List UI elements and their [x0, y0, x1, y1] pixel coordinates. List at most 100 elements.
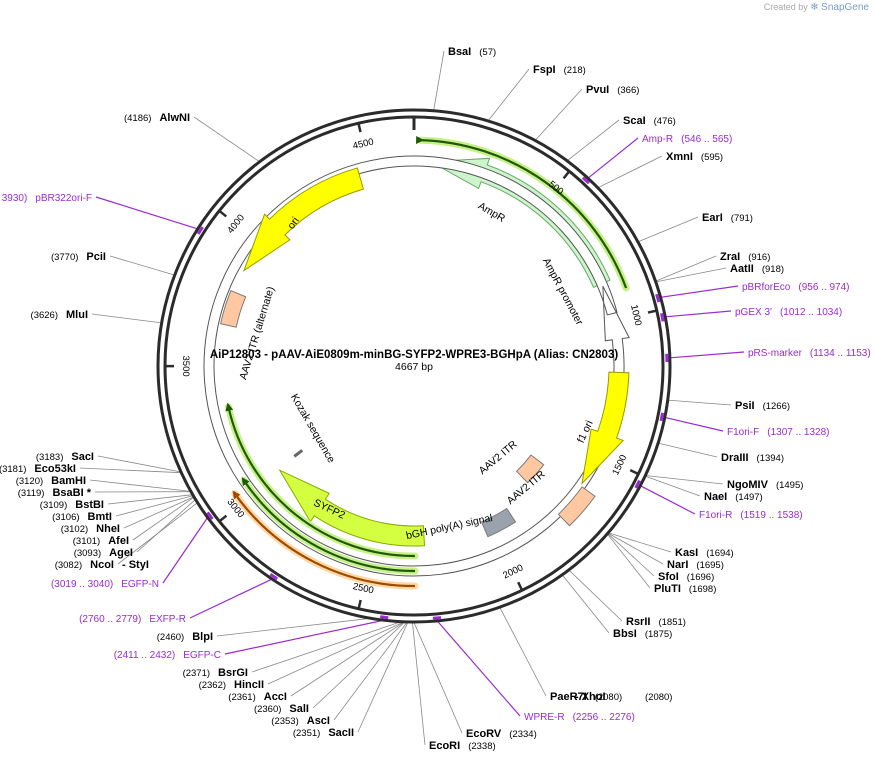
syfp2-orf-line-2: [241, 477, 416, 573]
enzyme-bsai: BsaI: [448, 46, 471, 58]
enzyme-pos-blpi: (2460): [157, 632, 184, 643]
enzyme-pos-rsrii: (1851): [658, 617, 685, 628]
kozak-mark: [293, 449, 304, 458]
primer-f1ori-r: F1ori-R: [699, 510, 732, 521]
feature-label-ampr-promoter: AmpR promoter: [540, 256, 586, 328]
enzyme-xhoi: - XhoI: [575, 691, 606, 703]
enzyme-leader-line: [312, 621, 406, 709]
enzyme-sfoi: SfoI: [658, 571, 679, 583]
primer-pbr322ori-f: pBR322ori-F: [35, 193, 92, 204]
primer-leader-line: [660, 285, 739, 298]
primer-range-egfp-c: (2411 .. 2432): [114, 650, 176, 661]
enzyme-paer7i: PaeR7I: [550, 691, 587, 703]
enzyme-leader-line: [568, 569, 623, 622]
enzyme-pos-zrai: (916): [748, 252, 770, 263]
enzyme-leader-line: [534, 88, 583, 141]
enzyme-pos-paer7i-xhoi: (2080): [645, 692, 672, 703]
enzyme-draiii: DraIII: [721, 452, 749, 464]
snapgene-logo: ❄: [810, 2, 819, 13]
enzyme-aatii: AatII: [730, 263, 754, 275]
enzyme-pos-hincii: (2362): [199, 680, 226, 691]
enzyme-zrai: ZraI: [720, 251, 740, 263]
primer-site-mark: [655, 293, 661, 303]
primer-exfp-r: EXFP-R: [149, 614, 186, 625]
enzyme-acci: AccI: [264, 691, 287, 703]
enzyme-leader-line: [89, 479, 191, 492]
bgh-polya-box: [480, 507, 517, 538]
primer-range-pgex-3: (1012 .. 1034): [780, 307, 842, 318]
enzyme-psii: PsiI: [735, 400, 755, 412]
primer-range-pbrforeco: (956 .. 974): [798, 282, 849, 293]
enzyme-leader-line: [267, 621, 405, 685]
enzyme-scai: ScaI: [623, 115, 646, 127]
enzyme-pos-scai: (476): [654, 116, 676, 127]
enzyme-pos-acci: (2361): [228, 692, 255, 703]
primer-range-amp-r: (546 .. 565): [681, 134, 732, 145]
enzyme-pos-bbsi: (1875): [645, 629, 672, 640]
enzyme-pcii: PciI: [86, 251, 106, 263]
enzyme-pos-xmni: (595): [701, 152, 723, 163]
enzyme-leader-line: [357, 621, 409, 733]
enzyme-pos-fspi: (218): [564, 65, 586, 76]
enzyme-pluti: PluTI: [654, 583, 681, 595]
enzyme-leader-line: [333, 621, 408, 721]
enzyme-mlui: MluI: [66, 309, 88, 321]
enzyme-afei: AfeI: [108, 535, 129, 547]
primer-leader-line: [436, 620, 521, 717]
primer-site-mark: [269, 573, 278, 581]
enzyme-pos-afei: (3101): [73, 536, 100, 547]
tick-label: 1000: [628, 304, 643, 327]
credit-prefix: Created by: [763, 2, 808, 12]
primer-site-mark: [206, 511, 214, 520]
enzyme-styi: - StyI: [122, 559, 149, 571]
primer-prs-marker: pRS-marker: [748, 348, 803, 359]
primer-egfp-c: EGFP-C: [183, 650, 221, 661]
enzyme-leader-line: [290, 621, 405, 697]
enzyme-bmti: BmtI: [88, 511, 112, 523]
tick-label: 4000: [225, 213, 247, 236]
enzyme-bsabi: BsaBI *: [52, 487, 91, 499]
enzyme-pos-eari: (791): [731, 213, 753, 224]
primer-f1ori-f: F1ori-F: [727, 427, 759, 438]
plasmid-length: 4667 bp: [395, 361, 433, 373]
enzyme-pos-alwni: (4186): [124, 113, 151, 124]
primer-site-mark: [432, 616, 442, 620]
enzyme-ecori: EcoRI: [429, 740, 460, 752]
enzyme-leader-line: [655, 255, 717, 282]
tick-mark: [357, 599, 362, 610]
tick-mark: [357, 122, 362, 133]
enzyme-pos-naei: (1497): [735, 492, 762, 503]
primer-range-f1ori-r: (1519 .. 1538): [740, 510, 802, 521]
snapgene-credit: Created by ❄ SnapGene: [764, 2, 869, 13]
enzyme-pos-bsrgi: (2371): [183, 668, 210, 679]
primer-egfp-n: EGFP-N: [121, 579, 159, 590]
enzyme-leader-line: [251, 621, 402, 673]
aav2-itr-inner-box: [515, 454, 545, 484]
enzyme-pos-nari: (1695): [696, 560, 723, 571]
plasmid-title: AiP12803 - pAAV-AiE0809m-minBG-SYFP2-WPR…: [210, 349, 619, 361]
primer-leader-line: [664, 416, 724, 432]
primer-site-mark: [634, 479, 641, 489]
primer-range-prs-marker: (1134 .. 1153): [810, 348, 871, 359]
enzyme-bsrgi: BsrGI: [218, 667, 248, 679]
primer-site-mark: [581, 176, 590, 185]
credit-brand: SnapGene: [821, 2, 869, 13]
primer-range-f1ori-f: (1307 .. 1328): [767, 427, 829, 438]
feature-label-ampr: AmpR: [476, 200, 508, 225]
enzyme-bbsi: BbsI: [613, 628, 637, 640]
enzyme-leader-line: [107, 494, 193, 505]
enzyme-leader-line: [607, 533, 655, 577]
enzyme-leader-line: [193, 116, 260, 163]
enzyme-pos-bsai: (57): [479, 47, 496, 58]
enzyme-pos-ecorv: (2334): [509, 729, 536, 740]
enzyme-alwni: AlwNI: [159, 112, 190, 124]
enzyme-nhei: NheI: [96, 523, 120, 535]
enzyme-pos-eco53ki: (3181): [0, 464, 26, 475]
primer-range-exfp-r: (2760 .. 2779): [79, 614, 141, 625]
enzyme-kasi: KasI: [675, 547, 698, 559]
primer-leader-line: [665, 310, 732, 318]
enzyme-pos-ecori: (2338): [468, 741, 495, 752]
enzyme-leader-line: [499, 607, 547, 697]
enzyme-ncoi: NcoI: [90, 559, 114, 571]
